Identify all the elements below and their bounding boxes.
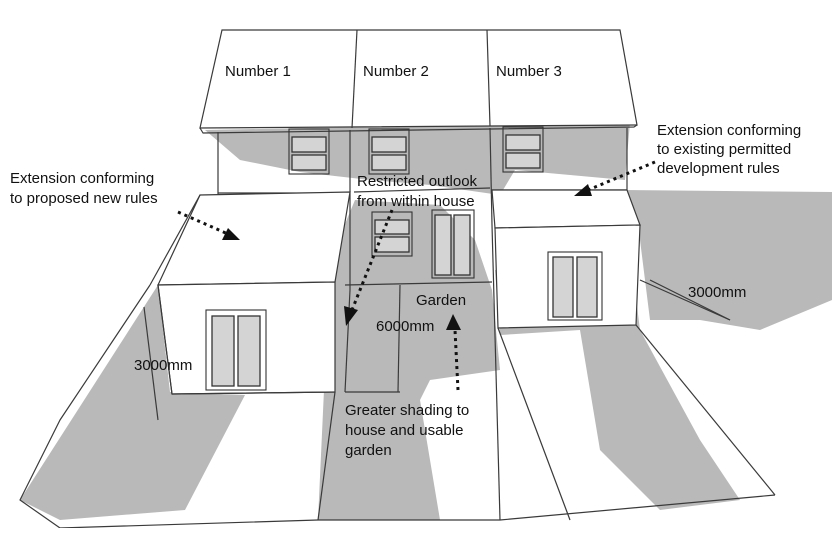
- label-proposed-line1: Extension conforming: [10, 170, 154, 187]
- door-extension-right: [547, 251, 603, 321]
- dim-left-height: [143, 306, 159, 421]
- house2-ground-openings: [371, 209, 475, 279]
- door-ground-2: [431, 209, 475, 279]
- roof-divider-1: [351, 29, 358, 129]
- extension-right-roof: [491, 189, 641, 229]
- shadow-center-garden: [318, 200, 500, 520]
- boundary-right-outer: [635, 324, 776, 496]
- boundary-right-lawn: [497, 327, 571, 521]
- label-number-2: Number 2: [363, 63, 429, 80]
- arrow-shading-head: [446, 314, 461, 330]
- arrow-permitted-head: [574, 184, 592, 196]
- boundary-left-outer: [19, 284, 151, 529]
- window-ground-2: [371, 211, 413, 257]
- roof-divider-2: [486, 29, 491, 127]
- label-number-3: Number 3: [496, 63, 562, 80]
- boundary-left-ground: [171, 391, 336, 395]
- arrow-proposed-head: [222, 228, 240, 240]
- shadow-left-extension: [20, 285, 245, 520]
- party-wall-2: [489, 127, 493, 226]
- dim-right-width: [649, 279, 731, 321]
- window-upper-1: [288, 128, 330, 175]
- boundary-center-right: [491, 224, 501, 521]
- arrow-outlook-head: [344, 306, 358, 326]
- extension-right: [491, 189, 641, 329]
- boundary-right-side: [639, 279, 731, 321]
- labels: Number 1 Number 2 Number 3 Extension con…: [10, 63, 801, 459]
- shadow-right-lawn: [625, 190, 832, 330]
- label-outlook-line1: Restricted outlook: [357, 173, 478, 190]
- label-permitted-line1: Extension conforming: [657, 122, 801, 139]
- extension-left-roof-edge: [149, 194, 201, 286]
- boundary-front: [59, 494, 776, 529]
- terrace: [199, 29, 638, 290]
- dim-center-depth: [397, 284, 401, 393]
- label-depth: 6000mm: [376, 318, 434, 335]
- garden-boundaries: [19, 224, 776, 529]
- arrow-proposed-shaft: [177, 210, 229, 236]
- door-extension-left: [205, 309, 267, 391]
- label-shading-line2: house and usable: [345, 422, 463, 439]
- shadow-right-extension: [495, 270, 740, 510]
- dimension-lines: [143, 279, 731, 421]
- label-garden: Garden: [416, 292, 466, 309]
- extension-left-side-edge: [157, 284, 173, 395]
- label-height-left: 3000mm: [134, 357, 192, 374]
- label-height-right: 3000mm: [688, 284, 746, 301]
- extension-left-roof: [157, 191, 351, 286]
- label-permitted-line3: development rules: [657, 160, 780, 177]
- label-shading-line3: garden: [345, 442, 392, 459]
- arrow-permitted-shaft: [587, 160, 656, 192]
- label-number-1: Number 1: [225, 63, 291, 80]
- ground-line-2: [353, 187, 491, 193]
- label-outlook-line2: from within house: [357, 193, 475, 210]
- label-permitted-line2: to existing permitted: [657, 141, 791, 158]
- label-shading-line1: Greater shading to: [345, 402, 469, 419]
- upper-windows: [288, 126, 544, 175]
- garden-rear-line: [344, 281, 493, 286]
- boundary-center-left: [344, 289, 351, 393]
- eaves: [199, 124, 638, 134]
- arrow-shading-shaft: [453, 329, 460, 391]
- window-upper-3: [502, 126, 544, 173]
- label-proposed-line2: to proposed new rules: [10, 190, 158, 207]
- shadows: [20, 122, 832, 520]
- window-upper-2: [368, 128, 410, 175]
- boundary-left-party-front: [317, 391, 336, 521]
- annotation-arrows: [177, 160, 656, 391]
